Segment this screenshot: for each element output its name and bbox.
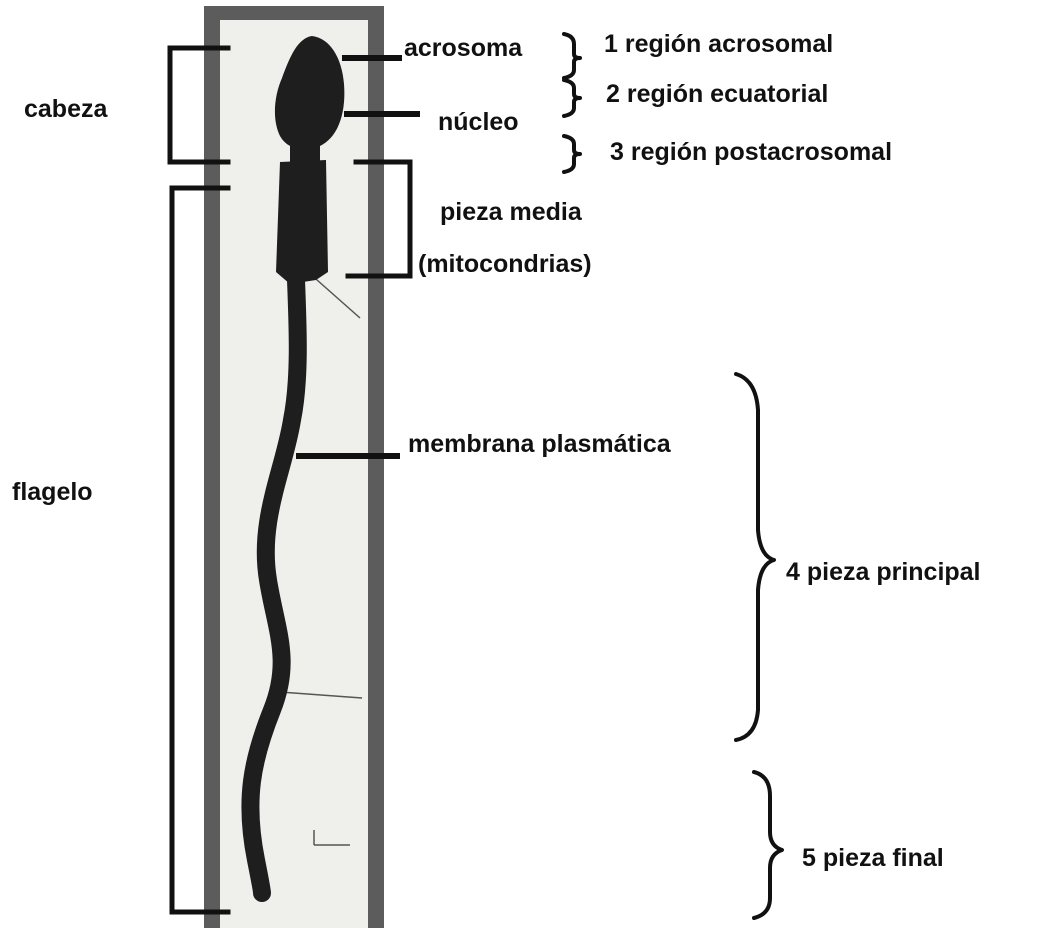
pieza-media-label: pieza media — [440, 198, 583, 226]
midpiece-shape — [276, 160, 328, 284]
region-1-brace — [564, 34, 580, 78]
region-4-label: 4 pieza principal — [786, 558, 981, 586]
region-2-label: 2 región ecuatorial — [606, 80, 828, 108]
region-4-brace — [736, 374, 774, 740]
cabeza-label: cabeza — [24, 95, 108, 123]
region-3-brace — [564, 136, 580, 172]
region-2-brace — [564, 80, 580, 116]
nucleo-label: núcleo — [438, 108, 519, 136]
mitocondrias-label: (mitocondrias) — [418, 250, 592, 278]
acrosoma-label: acrosoma — [404, 34, 523, 62]
region-1-label: 1 región acrosomal — [604, 30, 833, 58]
region-5-brace — [754, 772, 782, 918]
region-5-label: 5 pieza final — [802, 844, 944, 872]
region-3-label: 3 región postacrosomal — [610, 138, 892, 166]
membrana-label: membrana plasmática — [408, 430, 672, 458]
flagelo-label: flagelo — [12, 478, 93, 506]
